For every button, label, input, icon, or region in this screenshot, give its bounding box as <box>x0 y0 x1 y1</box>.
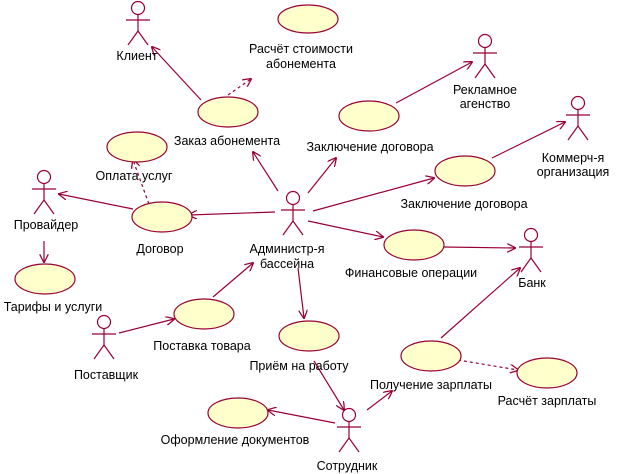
use-case-label-contract-ad: Заключение договора <box>306 140 433 154</box>
employee-actor-icon <box>336 407 362 453</box>
actor-label-employee: Сотрудник <box>317 459 378 473</box>
connector-admin-to-contract-ad <box>307 158 336 194</box>
connector-employee-to-salary <box>366 391 392 411</box>
actor-label-admin-line1: Администр-я <box>250 242 325 256</box>
supplier-actor-icon <box>91 314 117 360</box>
actor-label-provider: Провайдер <box>14 218 79 232</box>
client-actor-icon <box>125 0 151 46</box>
connector-contract-ad-to-agency <box>395 62 472 104</box>
bank-actor-icon <box>518 227 544 273</box>
use-case-label-supply: Поставка товара <box>153 339 250 353</box>
use-case-label-contract: Договор <box>136 242 183 256</box>
labels: Клиент Расчёт стоимости абонемента Рекла… <box>4 42 610 473</box>
connector-admin-to-finance <box>307 220 383 237</box>
connector-salary-to-bank <box>440 268 520 339</box>
use-case-payment <box>106 131 168 163</box>
use-case-label-tariffs: Тарифы и услуги <box>4 300 103 314</box>
dependency-salary-to-calc <box>457 359 518 370</box>
actor-label-bank: Банк <box>518 276 546 290</box>
actor-label-ad-agency-line2: агенство <box>460 97 511 111</box>
use-case-label-salary-receive: Получение зарплаты <box>370 378 492 392</box>
dependency-order-to-cost-calc <box>227 79 251 96</box>
actor-label-supplier: Поставщик <box>74 368 139 382</box>
admin-actor-icon <box>280 190 306 236</box>
use-case-tariffs <box>14 263 76 295</box>
use-case-contract-commercial <box>434 155 496 187</box>
use-case-hiring <box>278 320 340 352</box>
use-case-label-contract-commercial: Заключение договора <box>400 197 527 211</box>
use-case-contract-ad <box>338 100 400 132</box>
connector-admin-to-hiring <box>297 267 304 318</box>
use-case-supply <box>173 298 235 330</box>
connectors <box>44 47 565 424</box>
actor-label-admin-line2: бассейна <box>260 257 314 271</box>
connector-contract-commercial-to-org <box>491 122 565 159</box>
use-case-label-finance: Финансовые операции <box>345 266 477 280</box>
connector-admin-to-contract-commercial <box>312 178 434 212</box>
connector-admin-to-contract <box>189 212 276 215</box>
connector-finance-to-bank <box>443 247 515 248</box>
ad-agency-actor-icon <box>472 33 498 79</box>
connector-order-to-client <box>152 47 202 101</box>
use-case-label-salary-calc: Расчёт зарплаты <box>498 394 597 408</box>
actor-label-commercial-org-line2: организация <box>537 165 610 179</box>
provider-actor-icon <box>31 169 57 215</box>
actor-label-commercial-org-line1: Коммерч-я <box>542 151 605 165</box>
actor-label-client: Клиент <box>116 49 157 63</box>
use-case-finance <box>383 229 445 261</box>
use-case-label-cost-calc-line1: Расчёт стоимости <box>249 42 353 56</box>
connector-employee-to-documents <box>268 410 336 424</box>
use-case-label-order-subscription: Заказ абонемента <box>174 134 280 148</box>
connector-hiring-to-employee <box>313 360 344 410</box>
use-case-order-subscription <box>197 96 259 128</box>
use-case-salary-calc <box>516 357 578 389</box>
connector-admin-to-order <box>253 152 279 192</box>
use-case-salary-receive <box>400 340 462 372</box>
use-case-contract <box>131 201 193 233</box>
use-case-label-documents: Оформление документов <box>161 433 310 447</box>
commercial-org-actor-icon <box>565 95 591 141</box>
use-case-label-cost-calc-line2: абонемента <box>266 57 336 71</box>
use-case-documents <box>207 397 269 429</box>
connector-supplier-to-supply <box>118 319 174 334</box>
use-case-label-hiring: Приём на работу <box>249 359 349 373</box>
actor-label-ad-agency-line1: Рекламное <box>453 83 517 97</box>
use-case-label-payment: Оплата услуг <box>96 169 173 183</box>
use-case-cost-calc <box>277 4 339 34</box>
connector-contract-to-provider <box>59 194 134 210</box>
use-cases <box>14 4 578 429</box>
connector-supply-to-admin <box>212 263 253 298</box>
